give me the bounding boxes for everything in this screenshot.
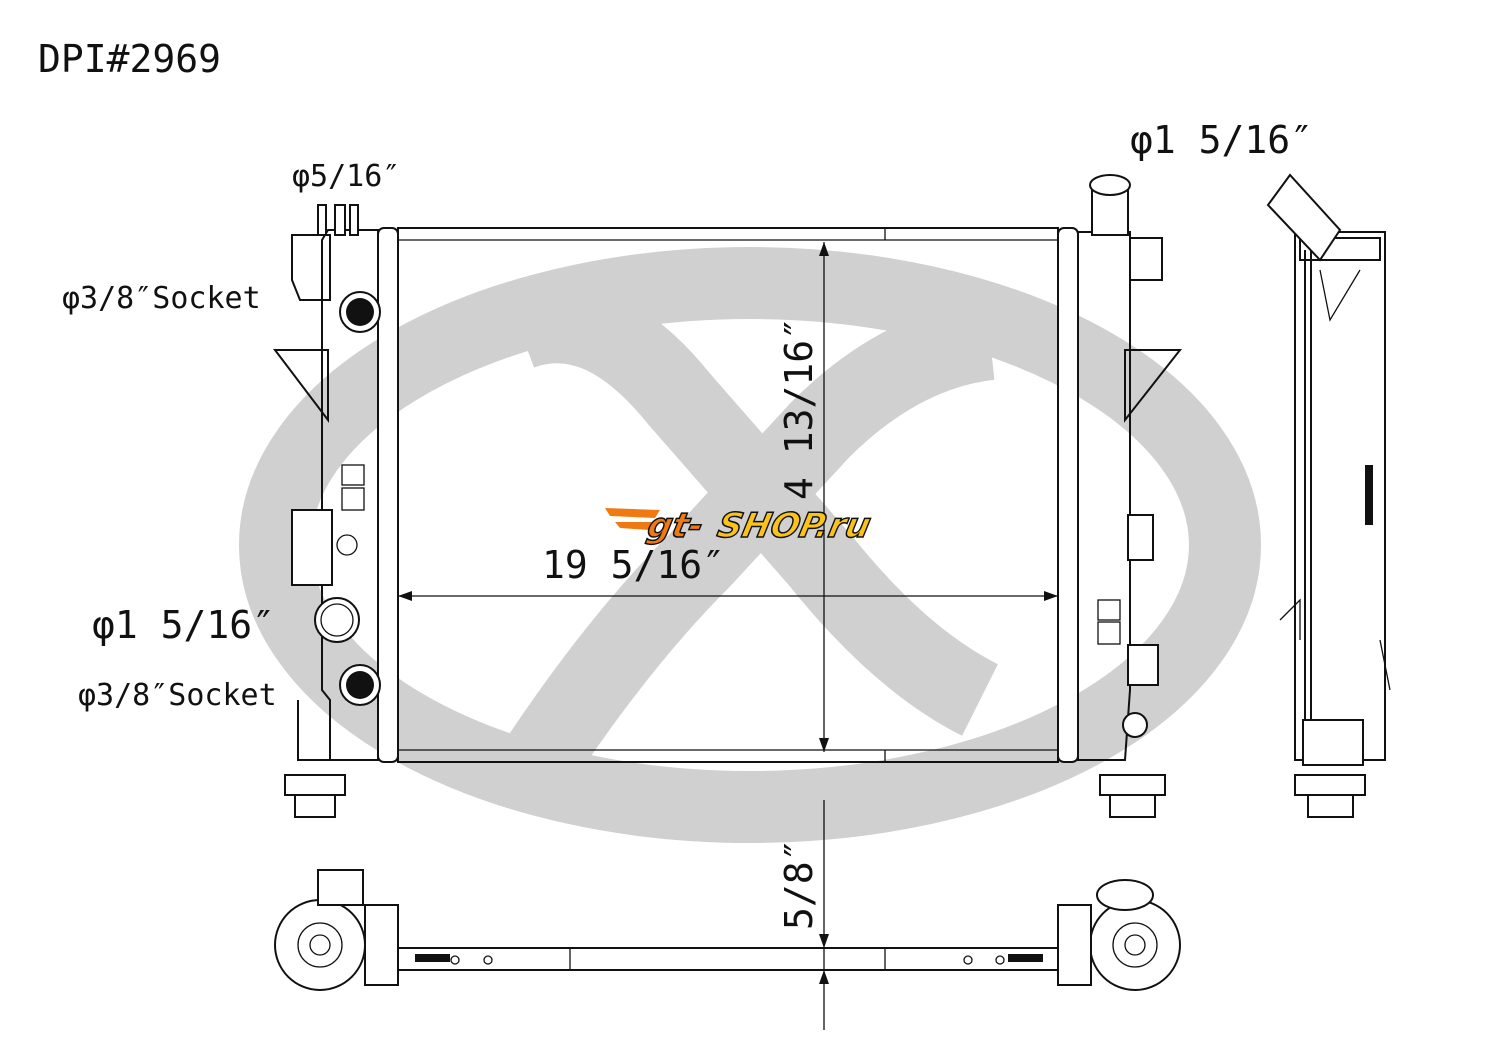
label-top-left-pipe: φ5/16″ (292, 159, 400, 194)
label-upper-socket: φ3/8″Socket (62, 281, 261, 316)
left-tank (272, 204, 399, 818)
svg-text:gt-: gt- (644, 506, 707, 546)
drawing-title: DPI#2969 (38, 37, 221, 81)
label-left-outlet: φ1 5/16″ (92, 603, 275, 647)
side-view (1266, 173, 1391, 818)
dimension-height: 4 13/16″ (777, 317, 821, 500)
label-lower-socket: φ3/8″Socket (78, 678, 277, 713)
dimension-width: 19 5/16″ (542, 543, 725, 587)
dimension-thickness: 5/8″ (777, 838, 821, 930)
right-tank (1057, 174, 1183, 818)
gt-shop-logo: gt- SHOP.ru (605, 506, 875, 547)
watermark-logo (239, 247, 1261, 843)
bottom-view (274, 869, 1181, 991)
dimension-lines (398, 242, 1058, 1030)
svg-text:SHOP.ru: SHOP.ru (714, 506, 874, 546)
label-right-inlet: φ1 5/16″ (1130, 118, 1313, 162)
